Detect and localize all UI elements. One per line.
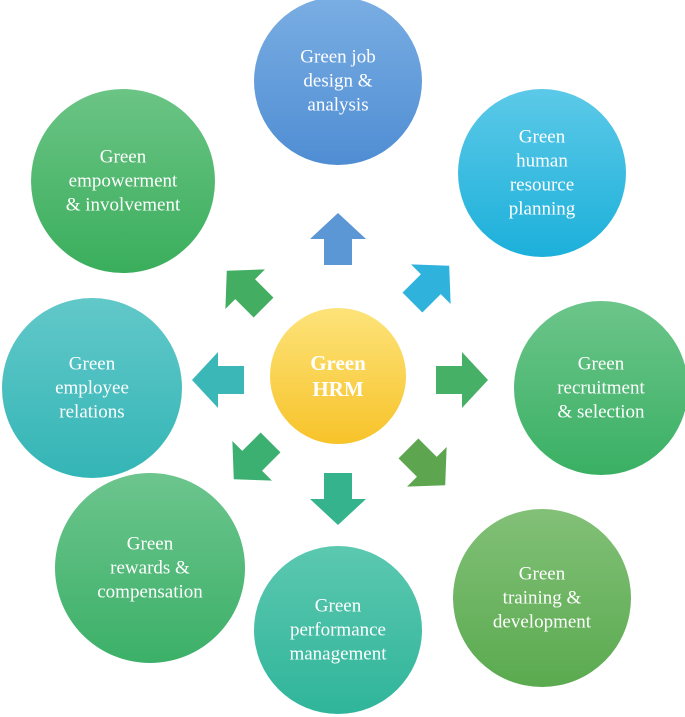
center-label: HRM [312,377,364,401]
node-rewards: Green rewards & compensation [55,473,245,663]
node-label-performance: Green [315,596,362,617]
node-empowerment: Green empowerment & involvement [31,89,215,273]
node-label-recruitment: Green [578,354,625,375]
node-label-empowerment: Green [100,147,147,168]
arrows-layer [192,213,488,525]
node-circle-hr-planning [458,89,626,257]
node-circle-employee-relations [2,298,182,478]
arrow-to-hr-planning [402,264,451,313]
node-circle-empowerment [31,89,215,273]
arrow-to-training [398,438,447,487]
node-job-design: Green job design & analysis [254,0,422,165]
node-label-rewards: rewards & [110,558,190,579]
arrow-to-performance [310,473,366,525]
center-circle [270,308,406,444]
arrow-to-employee-relations [192,352,244,408]
node-circle-job-design [254,0,422,165]
arrow-to-recruitment [436,352,488,408]
node-label-empowerment: empowerment [69,171,178,192]
node-label-employee-relations: Green [69,354,116,375]
arrow-to-job-design [310,213,366,265]
node-label-rewards: compensation [97,582,203,603]
node-label-job-design: design & [303,71,372,92]
node-label-performance: management [289,644,387,665]
node-circle-training [453,509,631,687]
node-label-employee-relations: relations [59,402,124,423]
node-recruitment: Green recruitment & selection [514,301,685,475]
arrow-to-empowerment [225,269,274,318]
node-label-employee-relations: employee [55,378,129,399]
node-label-rewards: Green [127,534,174,555]
node-training: Green training & development [453,509,631,687]
node-circle-performance [254,546,422,714]
node-label-recruitment: & selection [557,402,645,423]
node-label-empowerment: & involvement [66,195,181,216]
node-label-hr-planning: resource [510,175,574,196]
node-circle-recruitment [514,301,685,475]
node-label-recruitment: recruitment [557,378,645,399]
node-label-hr-planning: planning [509,199,576,220]
center-label: Green [310,351,366,375]
node-label-job-design: analysis [307,95,368,116]
node-label-job-design: Green job [300,47,375,68]
arrow-to-rewards [232,432,281,481]
node-performance: Green performance management [254,546,422,714]
node-label-performance: performance [290,620,386,641]
node-label-training: Green [519,564,566,585]
node-circle-rewards [55,473,245,663]
node-label-hr-planning: human [516,151,568,172]
node-label-training: training & [503,588,582,609]
node-label-training: development [493,612,592,633]
node-employee-relations: Green employee relations [2,298,182,478]
node-hr-planning: Green human resource planning [458,89,626,257]
node-label-hr-planning: Green [519,127,566,148]
